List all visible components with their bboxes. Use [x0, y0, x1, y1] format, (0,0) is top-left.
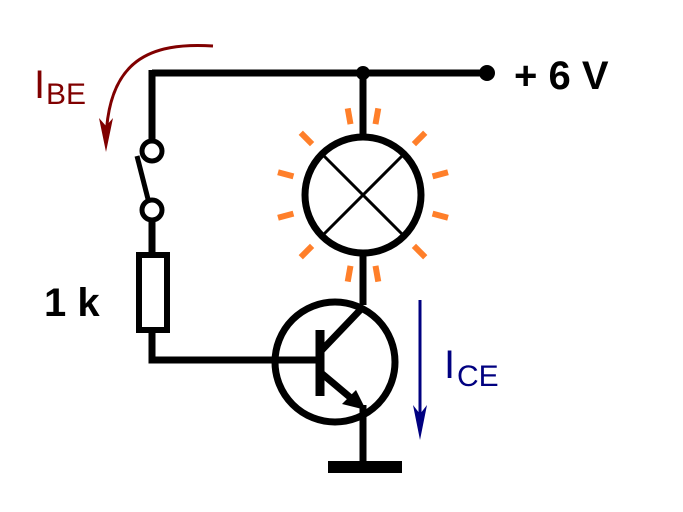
ibe-arrowhead-icon: [99, 118, 113, 152]
resistor-label: 1 k: [44, 281, 100, 325]
ibe-label-sub: BE: [46, 78, 86, 111]
glow-ray: [277, 169, 295, 180]
glow-ray: [298, 243, 315, 260]
switch-contact-top: [139, 138, 165, 164]
switch-contact-bottom: [139, 197, 165, 223]
glow-ray: [277, 210, 295, 221]
glow-ray: [372, 265, 382, 283]
supply-terminal-dot: [479, 65, 495, 81]
glow-ray: [372, 107, 382, 125]
transistor-collector: [317, 304, 366, 355]
ground-bar: [328, 461, 402, 473]
switch-lever: [134, 155, 152, 204]
ice-label-main: I: [444, 343, 455, 387]
junction-dot: [356, 66, 370, 80]
glow-ray: [298, 130, 315, 147]
glow-ray: [344, 107, 354, 125]
glow-ray: [344, 265, 354, 283]
base-wire: [148, 330, 318, 364]
emitter-arrow-icon: [342, 390, 366, 410]
supply-label: + 6 V: [514, 54, 609, 98]
ibe-arrow: [104, 43, 214, 141]
lamp-filament-2: [320, 152, 406, 238]
ibe-label-main: I: [34, 63, 45, 107]
resistor: [136, 252, 170, 333]
glow-ray: [431, 210, 449, 221]
glow-ray: [411, 243, 428, 260]
glow-ray: [411, 130, 428, 147]
transistor-body: [271, 298, 399, 426]
ice-arrowhead-icon: [413, 405, 427, 440]
ice-label-sub: CE: [457, 360, 499, 393]
lamp-glow-rays: [277, 107, 449, 283]
glow-ray: [431, 169, 449, 180]
